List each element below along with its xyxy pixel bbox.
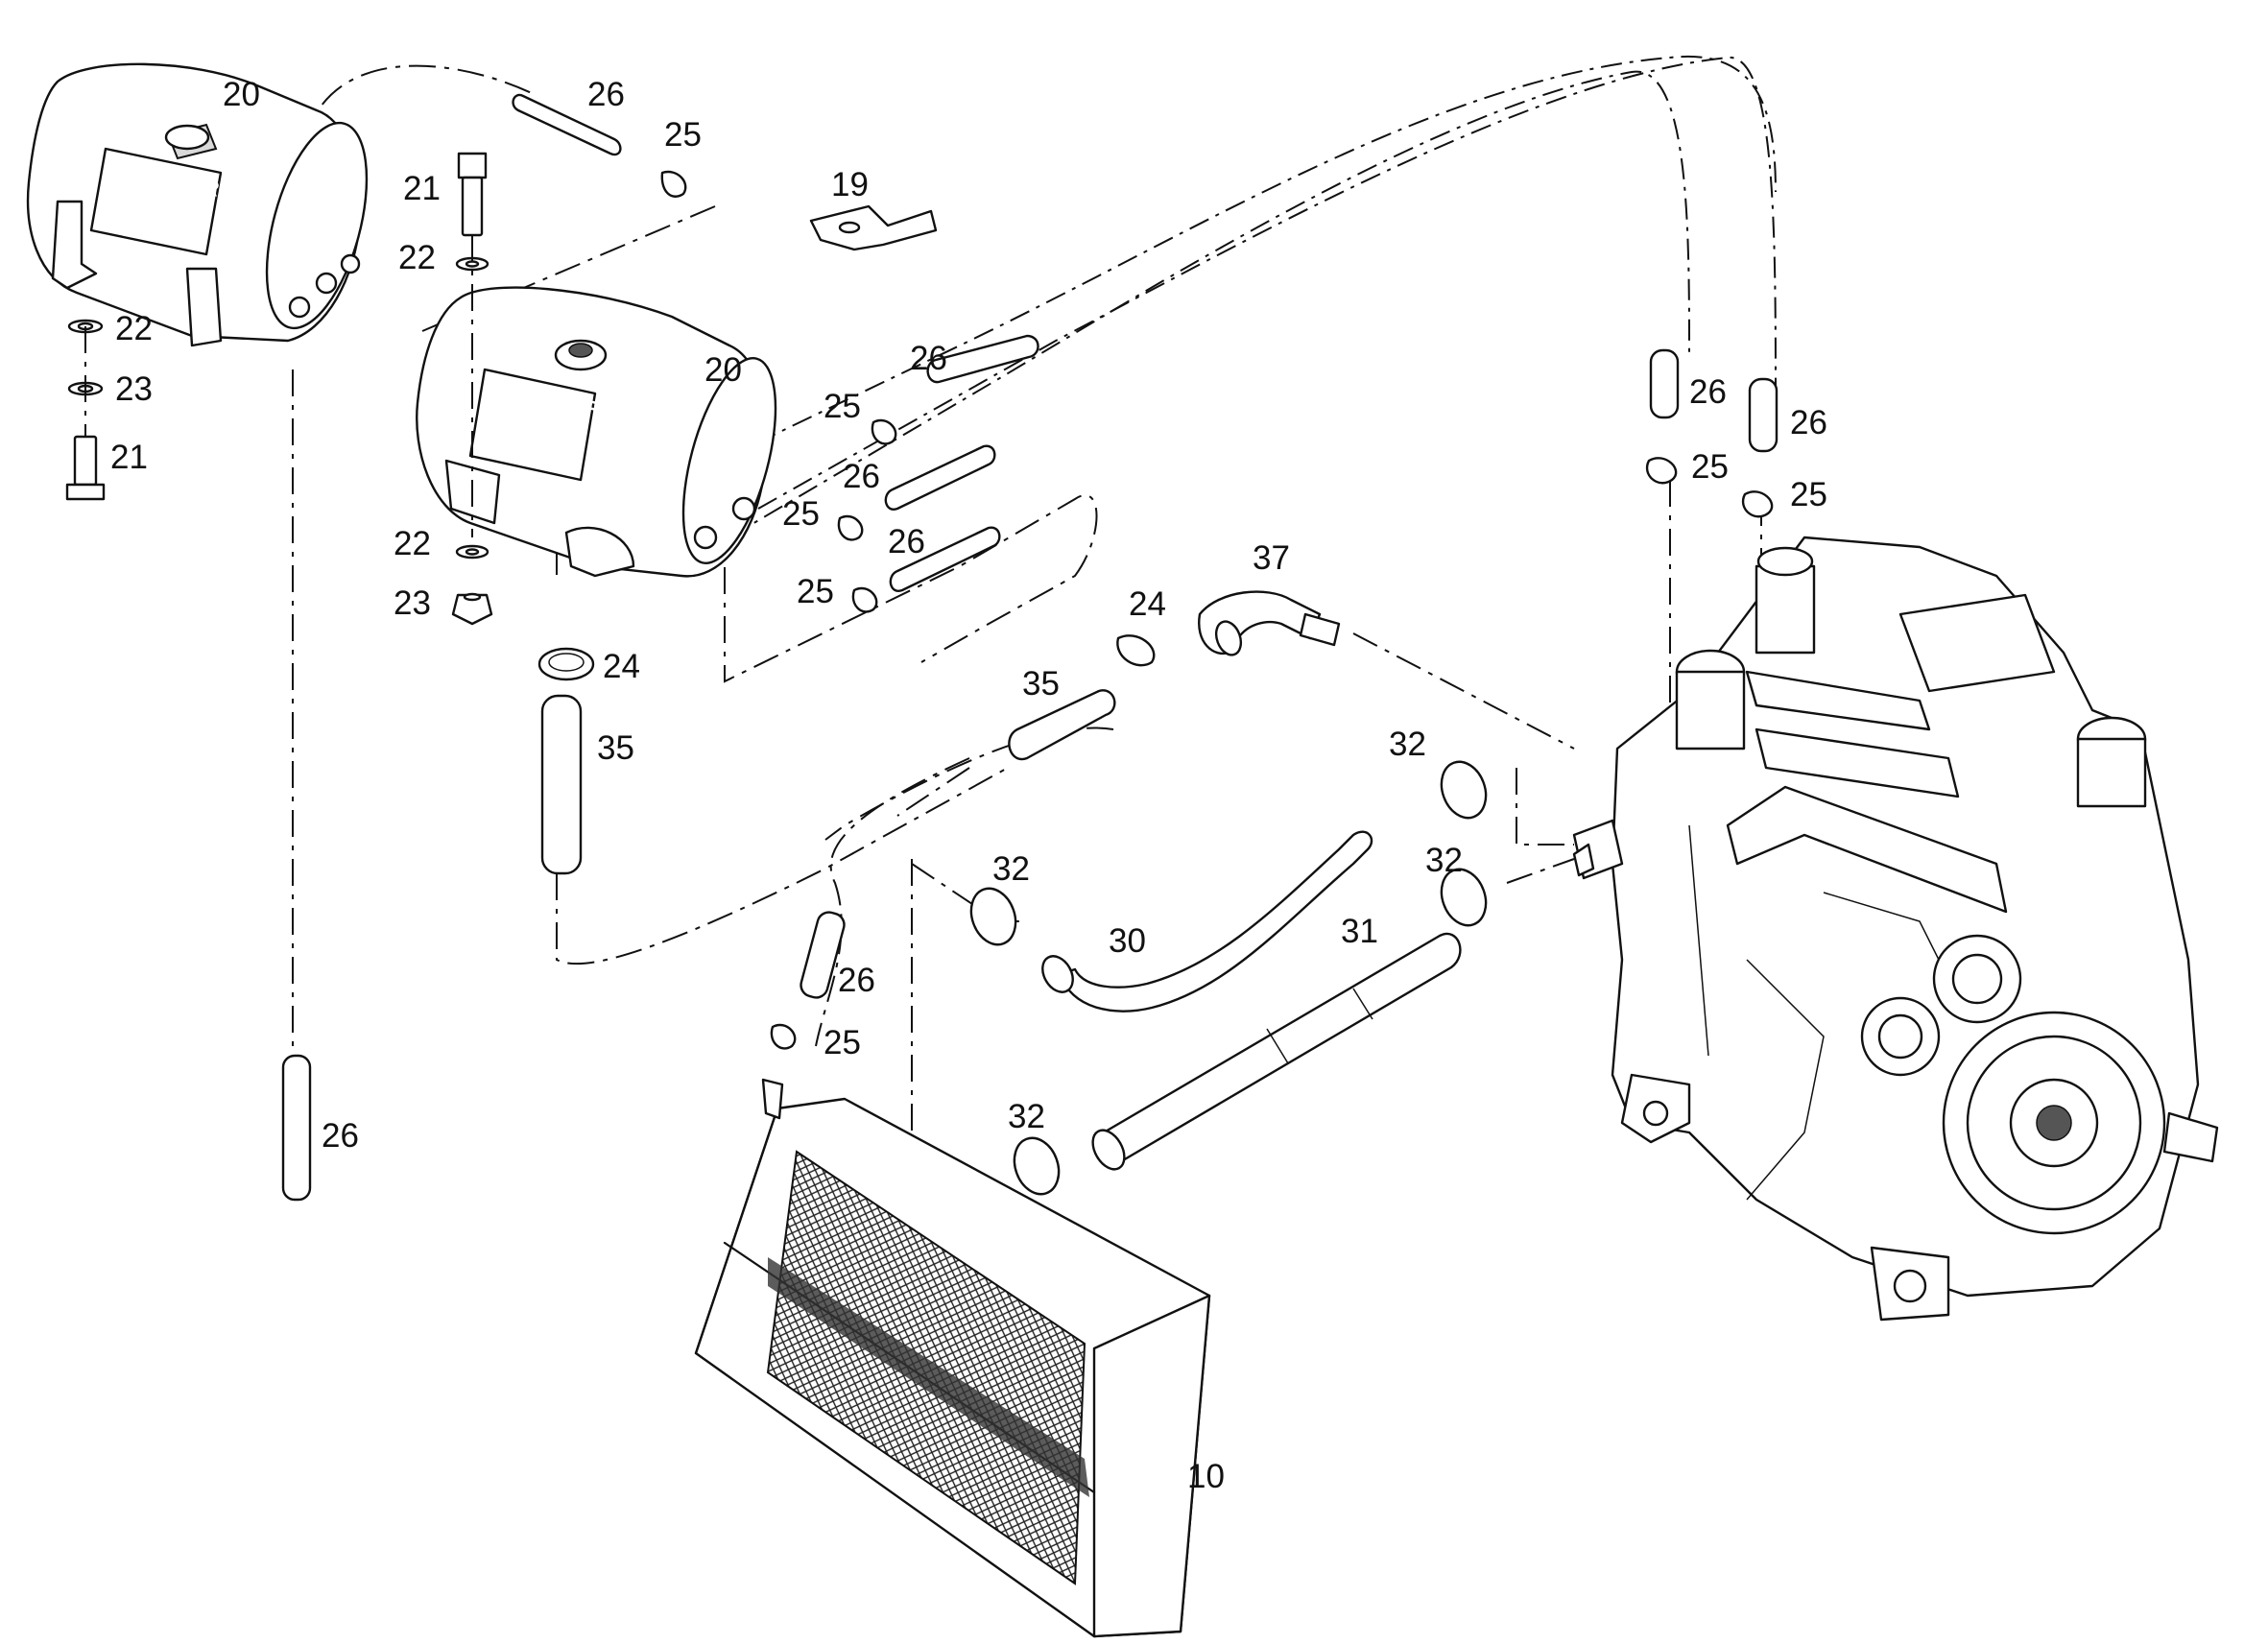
hardware-middle-stack [451, 152, 493, 626]
callout-25-top: 25 [664, 116, 702, 154]
callout-26-bottom-left: 26 [322, 1117, 359, 1155]
coolant-pipe-31 [1091, 932, 1462, 1171]
callout-26-a: 26 [910, 340, 947, 377]
callout-25-right-b: 25 [1790, 476, 1827, 513]
hose-routing-lines [292, 55, 1777, 1214]
callout-24-left: 24 [603, 648, 640, 685]
callout-26-c: 26 [888, 523, 925, 560]
callout-10: 10 [1187, 1458, 1225, 1495]
callout-19: 19 [831, 166, 869, 203]
callout-35-left: 35 [597, 729, 634, 767]
hardware-left-stack [65, 319, 106, 501]
callout-22-middle-bottom: 22 [394, 525, 431, 562]
callout-26-right-a: 26 [1689, 373, 1727, 411]
callout-32-middle: 32 [992, 850, 1030, 888]
callout-21-middle: 21 [403, 170, 441, 207]
bracket-19 [809, 204, 938, 251]
callout-35-middle: 35 [1022, 665, 1060, 703]
callout-22-left: 22 [115, 310, 153, 347]
callout-20-middle: 20 [704, 351, 742, 389]
radiator-10 [694, 1078, 1211, 1638]
coolant-tank-lower: LIEBHERR [416, 286, 777, 578]
callout-37: 37 [1253, 539, 1290, 577]
callout-25-lower: 25 [824, 1024, 861, 1061]
hose-clamps [537, 170, 1774, 1196]
diesel-engine [1572, 536, 2219, 1322]
callout-26-lower: 26 [838, 962, 875, 999]
callout-30: 30 [1109, 922, 1146, 960]
callout-32-top: 32 [1389, 726, 1426, 763]
coolant-tank-upper: LIEBHERR [26, 62, 369, 347]
callout-21-left: 21 [110, 439, 148, 476]
callout-26-b: 26 [843, 458, 880, 495]
callout-25-right-a: 25 [1691, 448, 1729, 486]
callout-32-right: 32 [1425, 842, 1463, 879]
callout-26-right-b: 26 [1790, 404, 1827, 441]
callout-31: 31 [1341, 913, 1378, 950]
callout-22-middle-top: 22 [398, 239, 436, 276]
callout-25-c: 25 [797, 573, 834, 610]
callout-labels: 20 26 25 19 21 22 22 23 21 20 26 25 26 2… [110, 76, 1827, 1495]
callout-32-bottom: 32 [1008, 1098, 1045, 1135]
callout-26-top: 26 [587, 76, 625, 113]
elbow-fitting-37 [1198, 590, 1341, 656]
callout-24-right: 24 [1129, 585, 1166, 623]
callout-23-left: 23 [115, 370, 153, 408]
callout-20-upper: 20 [223, 76, 260, 113]
callout-25-a: 25 [824, 388, 861, 425]
callout-23-middle: 23 [394, 584, 431, 622]
coolant-pipe-30 [1041, 830, 1373, 1013]
callout-25-b: 25 [782, 495, 820, 533]
hose-segments [281, 93, 1779, 1202]
